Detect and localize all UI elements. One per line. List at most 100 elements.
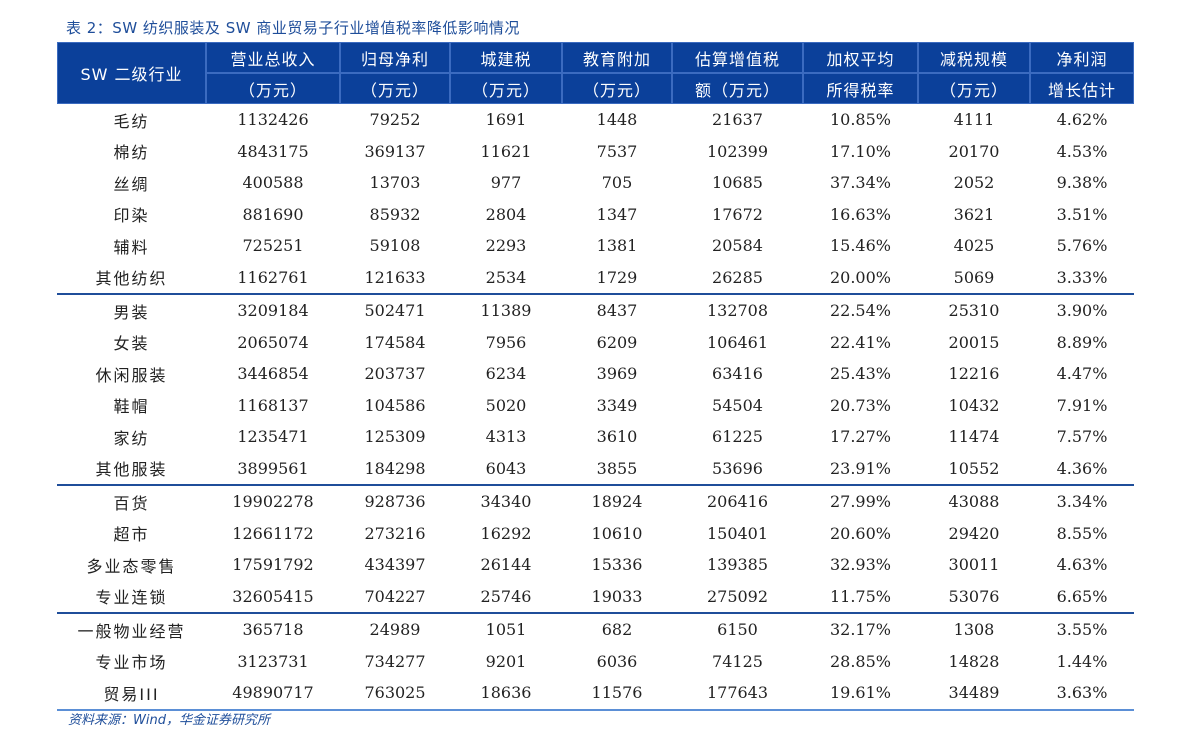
table-cell: 4313 <box>485 427 527 447</box>
table-cell: 4843175 <box>237 141 309 161</box>
table-header: SW 二级行业 营业总收入归母净利城建税教育附加估算增值税加权平均减税规模净利润… <box>57 42 1134 104</box>
table-cell: 20.00% <box>803 261 918 295</box>
table-cell: 20015 <box>948 332 1000 352</box>
table-cell: 139385 <box>706 555 769 575</box>
table-cell: 54504 <box>712 395 763 415</box>
table-cell: 1235471 <box>237 427 309 447</box>
table-cell: 23.91% <box>803 452 918 486</box>
table-cell: 1448 <box>596 110 638 130</box>
table-cell: 17.27% <box>829 427 891 447</box>
table-cell: 7537 <box>596 141 638 161</box>
table-cell: 5020 <box>485 395 527 415</box>
table-cell: 12216 <box>948 364 1000 384</box>
table-cell: 85932 <box>369 204 421 224</box>
header-cell-unit: 增长估计 <box>1030 73 1134 104</box>
table-cell: 3621 <box>953 204 995 224</box>
table-cell: 434397 <box>364 555 426 575</box>
table-cell: 22.41% <box>829 332 891 352</box>
table-cell: 34340 <box>480 492 532 512</box>
table-cell: 11474 <box>948 427 1000 447</box>
table-cell: 502471 <box>364 301 426 321</box>
table-cell: 1381 <box>596 236 638 256</box>
table-cell: 102399 <box>706 141 769 161</box>
table-cell: 2065074 <box>237 332 309 352</box>
table-cell: 59108 <box>369 236 421 256</box>
table-cell: 18924 <box>591 492 643 512</box>
header-cell-unit: （万元） <box>206 73 340 104</box>
table-cell: 928736 <box>364 492 426 512</box>
header-cell-unit: （万元） <box>918 73 1030 104</box>
table-cell: 16.63% <box>829 204 891 224</box>
table-cell: 37.34% <box>829 173 891 193</box>
table-cell: 125309 <box>364 427 426 447</box>
header-cell: 加权平均 <box>803 42 918 73</box>
header-cell: 估算增值税 <box>672 42 803 73</box>
table-cell: 17672 <box>712 204 763 224</box>
table-cell: 977 <box>490 173 522 193</box>
table-cell: 2293 <box>485 236 527 256</box>
table-cell: 3855 <box>562 452 672 486</box>
table-cell: 3610 <box>596 427 638 447</box>
table-cell: 9201 <box>485 651 527 671</box>
table-cell: 11576 <box>562 677 672 711</box>
table-cell: 3446854 <box>237 364 309 384</box>
table-cell: 121633 <box>340 261 450 295</box>
row-industry-label: 休闲服装 <box>95 365 168 385</box>
table-cell: 13703 <box>369 173 421 193</box>
table-cell: 25746 <box>450 580 562 614</box>
table-cell: 725251 <box>242 236 304 256</box>
row-industry-label: 其他纺织 <box>57 261 206 295</box>
table-title: 表 2：SW 纺织服装及 SW 商业贸易子行业增值税率降低影响情况 <box>66 19 520 37</box>
table-cell: 8.89% <box>1056 332 1108 352</box>
table-cell: 1729 <box>562 261 672 295</box>
table-cell: 43088 <box>948 492 1000 512</box>
table-cell: 4.63% <box>1056 555 1108 575</box>
header-cell-unit: 所得税率 <box>803 73 918 104</box>
table-cell: 369137 <box>364 141 426 161</box>
table-cell: 273216 <box>364 523 426 543</box>
header-cell: 净利润 <box>1030 42 1134 73</box>
tax-impact-table: SW 二级行业 营业总收入归母净利城建税教育附加估算增值税加权平均减税规模净利润… <box>57 42 1134 711</box>
table-cell: 275092 <box>672 580 803 614</box>
header-cell-unit: 额（万元） <box>672 73 803 104</box>
table-cell: 3123731 <box>237 651 309 671</box>
header-cell: 城建税 <box>450 42 562 73</box>
row-industry-label: 专业市场 <box>95 653 168 673</box>
table-cell: 27.99% <box>829 492 891 512</box>
table-cell: 2804 <box>485 204 527 224</box>
table-cell: 3.90% <box>1056 301 1108 321</box>
table-cell: 1168137 <box>237 395 309 415</box>
table-cell: 19033 <box>562 580 672 614</box>
table-cell: 5069 <box>918 261 1030 295</box>
table-cell: 6036 <box>596 651 638 671</box>
table-cell: 10432 <box>948 395 1000 415</box>
table-cell: 15336 <box>591 555 643 575</box>
table-cell: 763025 <box>340 677 450 711</box>
table-cell: 53076 <box>918 580 1030 614</box>
table-cell: 15.46% <box>829 236 891 256</box>
table-cell: 4025 <box>953 236 995 256</box>
table-cell: 26285 <box>672 261 803 295</box>
table-cell: 3.51% <box>1056 204 1108 224</box>
table-cell: 3.34% <box>1056 492 1108 512</box>
table-cell: 11389 <box>480 301 532 321</box>
table-cell: 20584 <box>712 236 763 256</box>
table-cell: 12661172 <box>232 523 314 543</box>
table-cell: 32605415 <box>206 580 340 614</box>
table-cell: 132708 <box>706 301 769 321</box>
table-cell: 5.76% <box>1056 236 1108 256</box>
row-industry-label: 多业态零售 <box>86 556 177 576</box>
table-cell: 10.85% <box>829 110 891 130</box>
table-cell: 184298 <box>340 452 450 486</box>
table-cell: 4.53% <box>1056 141 1108 161</box>
table-cell: 79252 <box>369 110 421 130</box>
